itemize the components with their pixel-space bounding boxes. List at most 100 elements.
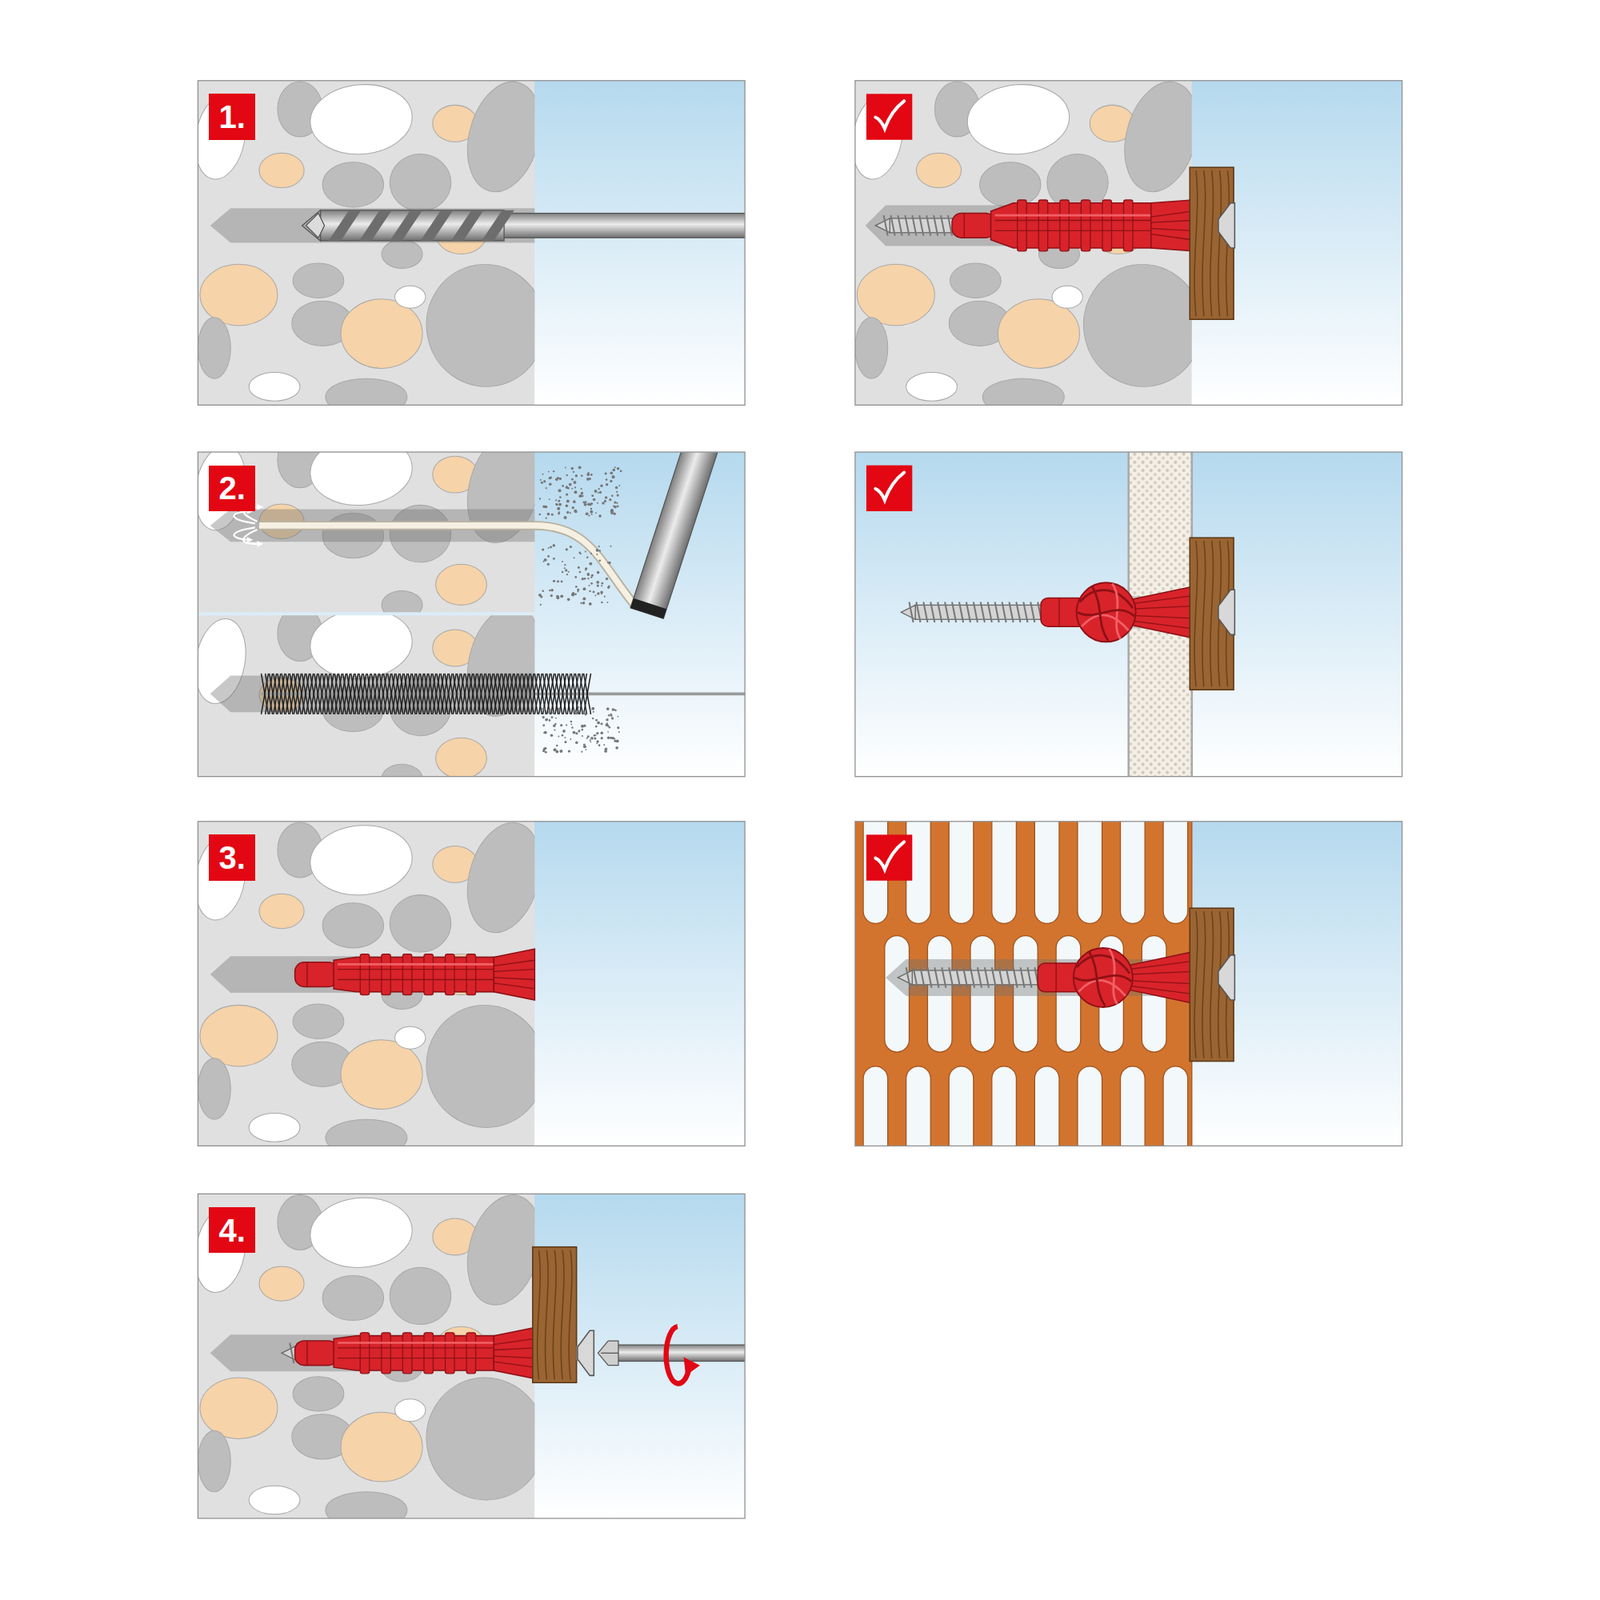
line-shape <box>351 673 359 715</box>
path-shape <box>243 529 257 544</box>
step-number-badge: 3. <box>208 834 255 880</box>
circle-shape <box>593 736 596 740</box>
circle-shape <box>568 749 571 752</box>
line-shape <box>359 673 367 715</box>
circle-shape <box>582 597 586 601</box>
line-shape <box>477 673 485 715</box>
line-shape <box>555 673 563 715</box>
screw-head <box>1218 203 1235 248</box>
line-shape <box>285 673 293 715</box>
ellipse-shape <box>906 372 958 402</box>
line-shape <box>999 967 1004 988</box>
line-shape <box>363 673 371 715</box>
circle-shape <box>603 744 605 746</box>
hollow-brick <box>855 821 1192 1147</box>
line-shape <box>485 673 493 715</box>
line-shape <box>481 673 489 715</box>
path-shape <box>259 525 635 605</box>
ellipse-shape <box>292 1376 344 1412</box>
rect-shape <box>1120 1066 1146 1146</box>
line-shape <box>337 1341 494 1344</box>
panel-border <box>855 452 1403 777</box>
ellipse-shape <box>436 737 488 776</box>
line-shape <box>916 602 920 624</box>
rect-shape <box>1124 200 1133 252</box>
circle-shape <box>620 470 623 473</box>
line-shape <box>522 673 530 715</box>
circle-shape <box>552 580 556 583</box>
circle-shape <box>561 571 564 573</box>
circle-shape <box>577 566 580 569</box>
circle-shape <box>587 577 589 580</box>
line-shape <box>456 673 464 715</box>
path-shape <box>1202 170 1206 316</box>
circle-shape <box>556 580 560 583</box>
panel-border <box>855 80 1403 406</box>
ellipse-shape <box>416 605 535 612</box>
line-shape <box>912 215 916 236</box>
path-shape <box>1079 590 1132 609</box>
circle-shape <box>605 718 608 721</box>
line-shape <box>310 673 318 715</box>
circle-shape <box>542 724 545 727</box>
line-shape <box>444 673 452 715</box>
circle-shape <box>544 558 548 562</box>
line-shape <box>579 673 587 715</box>
circle-shape <box>545 517 548 520</box>
rect-shape <box>1034 1066 1060 1146</box>
polygon-shape <box>1151 200 1192 252</box>
polygon-shape <box>359 210 392 241</box>
line-shape <box>314 673 322 715</box>
line-shape <box>318 673 326 715</box>
rect-shape <box>992 821 1017 924</box>
circle-shape <box>560 594 564 598</box>
circle-shape <box>616 494 620 497</box>
line-shape <box>908 602 913 624</box>
line-shape <box>306 673 314 715</box>
rect-shape <box>360 1332 369 1374</box>
circle-shape <box>540 479 542 481</box>
ellipse-shape <box>197 317 231 380</box>
circle-shape <box>592 498 596 501</box>
line-shape <box>970 967 975 988</box>
circle-shape <box>567 598 571 602</box>
line-shape <box>977 967 982 988</box>
line-shape <box>514 673 522 715</box>
circle-shape <box>541 589 544 592</box>
line-shape <box>289 673 297 715</box>
line-shape <box>930 602 935 624</box>
ellipse-shape <box>1112 80 1192 200</box>
circle-shape <box>542 749 545 752</box>
line-shape <box>347 673 355 715</box>
drill-hole <box>210 208 536 243</box>
line-shape <box>988 602 992 624</box>
ellipse-shape <box>259 1266 304 1301</box>
circle-shape <box>590 473 593 476</box>
circle-shape <box>584 567 588 570</box>
circle-shape <box>596 592 600 596</box>
circle-shape <box>600 722 604 725</box>
circle-shape <box>585 512 589 516</box>
line-shape <box>371 673 379 715</box>
ellipse-shape <box>259 152 304 188</box>
circle-shape <box>575 732 578 735</box>
line-shape <box>538 673 546 715</box>
line-shape <box>948 967 953 988</box>
line-shape <box>265 673 273 715</box>
circle-shape <box>569 512 572 514</box>
ellipse-shape <box>389 1267 452 1324</box>
line-shape <box>452 673 460 715</box>
line-shape <box>428 673 436 715</box>
circle-shape <box>589 740 592 743</box>
line-shape <box>396 673 404 715</box>
panel-border <box>197 1193 745 1519</box>
line-shape <box>1058 597 1060 627</box>
circle-shape <box>558 708 561 711</box>
circle-shape <box>564 568 568 572</box>
line-shape <box>359 673 367 715</box>
line-shape <box>337 979 494 980</box>
circle-shape <box>581 577 584 580</box>
line-shape <box>363 673 371 715</box>
line-shape <box>526 673 534 715</box>
circle-shape <box>555 750 559 754</box>
